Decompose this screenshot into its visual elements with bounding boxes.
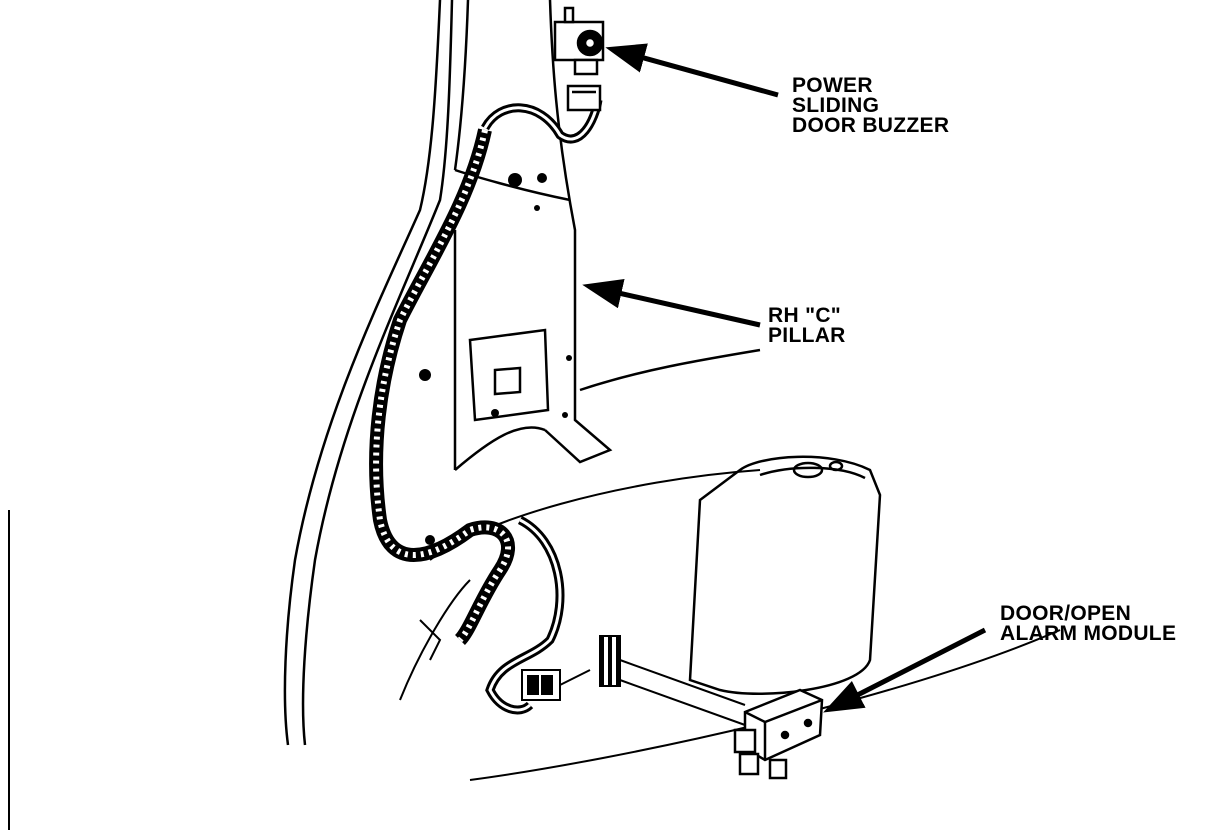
buzzer-label: POWER SLIDING DOOR BUZZER [792,74,950,137]
inline-connector [521,669,591,701]
pillar-label: RH "C" PILLAR [768,304,846,347]
buzzer-label-line-3: DOOR BUZZER [792,114,950,137]
buzzer-label-line-1: POWER [792,74,873,97]
buzzer-arrow [605,43,779,98]
pillar-label-line-2: PILLAR [768,324,846,347]
module-arrow [823,627,987,713]
alarm-module [733,688,824,780]
door-buzzer [553,6,605,112]
module-label-line-2: ALARM MODULE [1000,622,1177,645]
mounting-pad [599,635,746,726]
wire-harness [369,128,515,645]
pillar-label-line-1: RH "C" [768,304,842,327]
pillar-arrow [582,278,761,328]
buzzer-label-line-2: SLIDING [792,94,880,117]
module-label-line-1: DOOR/OPEN [1000,602,1132,625]
module-label: DOOR/OPEN ALARM MODULE [1000,602,1177,645]
seat-back [688,455,882,695]
floor-contours [399,469,1061,781]
harness-clips [419,173,572,545]
wire-harness-ribs [373,129,512,643]
